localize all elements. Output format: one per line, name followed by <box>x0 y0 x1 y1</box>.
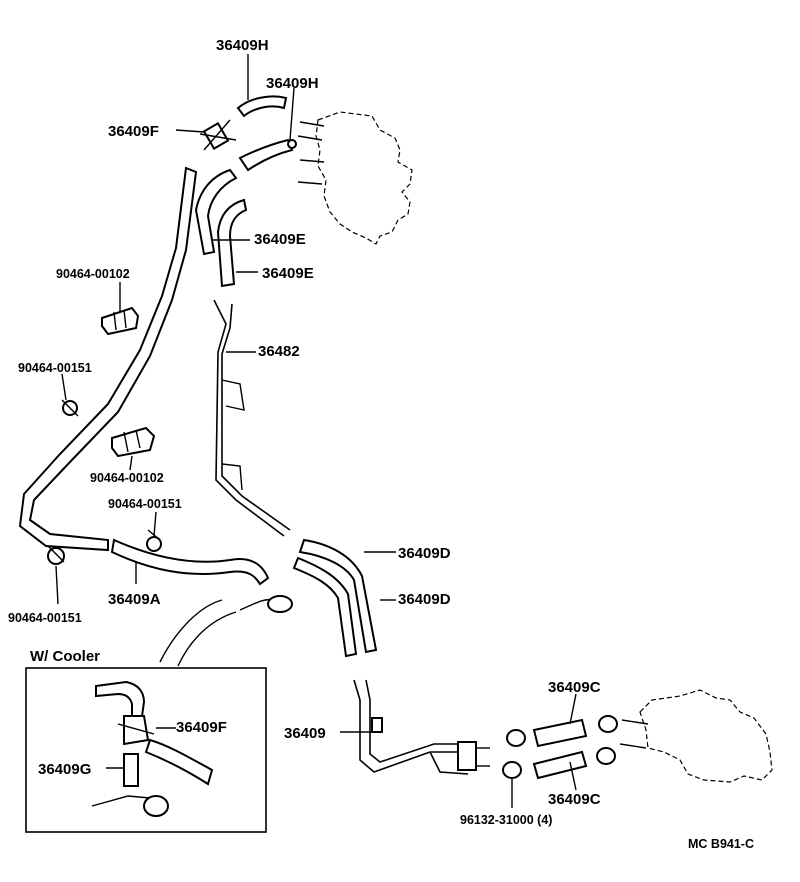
label-36409f: 36409F <box>108 123 159 140</box>
engine-outline-top <box>297 111 413 245</box>
hose-36409d-lower <box>292 556 358 658</box>
label-90464-00151-b: 90464-00151 <box>108 497 182 511</box>
hose-36409h-upper <box>236 95 288 118</box>
hose-36409e-lower <box>216 198 248 288</box>
label-36409c-lower: 36409C <box>548 791 601 808</box>
label-36482: 36482 <box>258 343 300 360</box>
label-36409e-lower: 36409E <box>262 265 314 282</box>
label-36409d-lower: 36409D <box>398 591 451 608</box>
label-90464-00151-a: 90464-00151 <box>18 361 92 375</box>
pipe-36409 <box>353 679 490 775</box>
label-36409e-upper: 36409E <box>254 231 306 248</box>
clip-90464-00102-a <box>101 306 140 336</box>
drawing-code: MC B941-C <box>688 837 754 851</box>
clip-90464-00102-b <box>111 426 156 458</box>
label-36409h-top: 36409H <box>216 37 269 54</box>
valve-36409f <box>199 119 237 151</box>
label-96132-31000: 96132-31000 (4) <box>460 813 552 827</box>
label-36409a: 36409A <box>108 591 161 608</box>
label-90464-00151-c: 90464-00151 <box>8 611 82 625</box>
label-90464-00102-a: 90464-00102 <box>56 267 130 281</box>
hose-36409e-upper <box>194 168 238 256</box>
hose-36409h-lower <box>238 138 297 172</box>
engine-outline-bottom <box>619 689 773 783</box>
label-36409c-upper: 36409C <box>548 679 601 696</box>
hose-main-left <box>18 166 198 552</box>
inset-label-36409f: 36409F <box>176 719 227 736</box>
hose-36409c-upper <box>532 718 588 748</box>
label-36409d-upper: 36409D <box>398 545 451 562</box>
hose-36409d-upper <box>298 538 378 654</box>
label-36409: 36409 <box>284 725 326 742</box>
pipe-36482 <box>213 299 291 537</box>
clamp-90464-00151-c <box>47 545 65 565</box>
label-90464-00102-b: 90464-00102 <box>90 471 164 485</box>
leader-lines <box>55 54 577 808</box>
hose-36409a <box>110 538 270 586</box>
hose-36409c-lower <box>532 750 588 780</box>
inset-label-36409g: 36409G <box>38 761 91 778</box>
inset-title: W/ Cooler <box>30 648 100 665</box>
hose-end-lower-middle <box>159 595 293 667</box>
clamp-96132-31000 <box>502 715 618 779</box>
clamp-90464-00151-a <box>61 399 79 417</box>
inset-w-cooler <box>25 667 267 833</box>
label-36409h-mid: 36409H <box>266 75 319 92</box>
